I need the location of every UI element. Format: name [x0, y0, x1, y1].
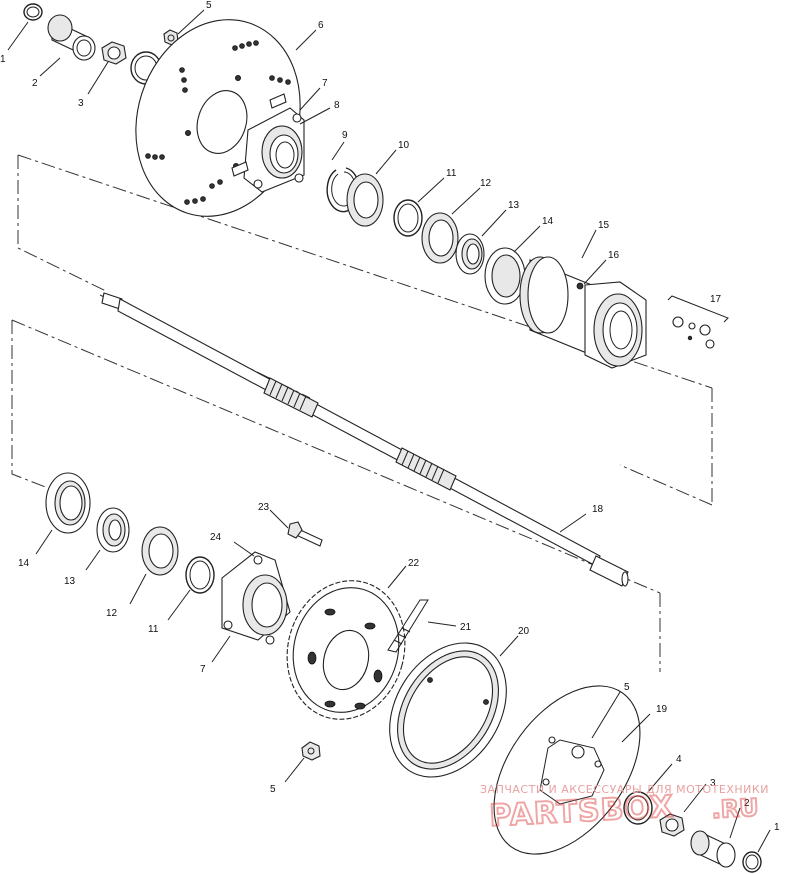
brake-disc-19	[493, 685, 641, 855]
callout-10: 10	[398, 140, 410, 151]
callout-19: 19	[656, 704, 668, 715]
callout-24: 24	[210, 532, 222, 543]
stud-7-top	[231, 93, 287, 177]
callout-21: 21	[460, 622, 472, 633]
callout-2-top: 2	[32, 78, 38, 89]
watermark: ЗАПЧАСТИ И АКСЕССУАРЫ ДЛЯ МОТОТЕХНИКИ PA…	[480, 783, 769, 835]
callout-15: 15	[598, 220, 610, 231]
seal-10	[346, 173, 384, 227]
bearing-cup-14-bottom	[45, 472, 91, 534]
sprocket-22	[286, 580, 406, 720]
nut-5-bottom-left	[301, 741, 321, 761]
nut-5-top	[163, 29, 179, 46]
callout-labels: 1 2 3 5 6 7 8 9 10 11 12 13 14 15 16 17 …	[0, 0, 780, 833]
chain-guide-21	[387, 599, 429, 653]
snap-ring-1-top	[23, 3, 43, 21]
callout-5-bottom-left: 5	[270, 784, 276, 795]
callout-2-bottom: 2	[744, 798, 750, 809]
axle-housing-15	[519, 256, 647, 369]
callout-3-bottom: 3	[710, 778, 716, 789]
callout-23: 23	[258, 502, 270, 513]
leader-lines	[7, 9, 771, 853]
callout-18: 18	[592, 504, 604, 515]
callout-17: 17	[710, 294, 722, 305]
callout-11-top: 11	[446, 168, 457, 179]
callout-7-bottom: 7	[200, 664, 206, 675]
snap-ring-11-bottom	[185, 556, 215, 594]
callout-20: 20	[518, 626, 530, 637]
callout-3-top: 3	[78, 98, 84, 109]
callout-14-bottom: 14	[18, 558, 30, 569]
callout-12-top: 12	[480, 178, 492, 189]
callout-5-top: 5	[206, 0, 212, 11]
washer-4-bottom	[623, 791, 653, 825]
bearing-13-bottom	[96, 507, 130, 553]
callout-13-bottom: 13	[64, 576, 76, 587]
callout-4: 4	[676, 754, 682, 765]
bushing-2-top	[47, 14, 96, 61]
callout-5-bottom-right: 5	[624, 682, 630, 693]
seal-12-bottom	[141, 526, 179, 576]
callout-13-top: 13	[508, 200, 520, 211]
brake-ring-20	[389, 642, 507, 778]
nut-3-top	[101, 41, 127, 65]
seal-12-top	[421, 212, 459, 264]
bearing-13-top	[455, 233, 485, 275]
callout-22: 22	[408, 558, 420, 569]
bushing-2-bottom	[690, 830, 736, 868]
callout-1-top: 1	[0, 54, 6, 65]
watermark-tagline: ЗАПЧАСТИ И АКСЕССУАРЫ ДЛЯ МОТОТЕХНИКИ	[480, 783, 769, 796]
callout-16: 16	[608, 250, 620, 261]
bearing-cup-14-top	[484, 247, 526, 305]
callout-14-top: 14	[542, 216, 554, 227]
callout-12-bottom: 12	[106, 608, 118, 619]
watermark-domain: .RU	[711, 794, 759, 824]
nut-3-bottom	[659, 813, 685, 837]
sprocket-hub-24	[221, 551, 291, 645]
axle-18	[101, 292, 629, 587]
callout-6: 6	[318, 20, 324, 31]
callout-9: 9	[342, 130, 348, 141]
fitting-kit-17	[667, 295, 729, 349]
snap-ring-11-top	[393, 199, 423, 237]
callout-1-bottom: 1	[774, 822, 780, 833]
callout-11-bottom: 11	[148, 624, 159, 635]
bolt-23	[287, 521, 323, 547]
callout-8: 8	[334, 100, 340, 111]
callout-7-top: 7	[322, 78, 328, 89]
snap-ring-1-bottom	[742, 851, 762, 873]
hub-flange-8	[243, 107, 305, 193]
